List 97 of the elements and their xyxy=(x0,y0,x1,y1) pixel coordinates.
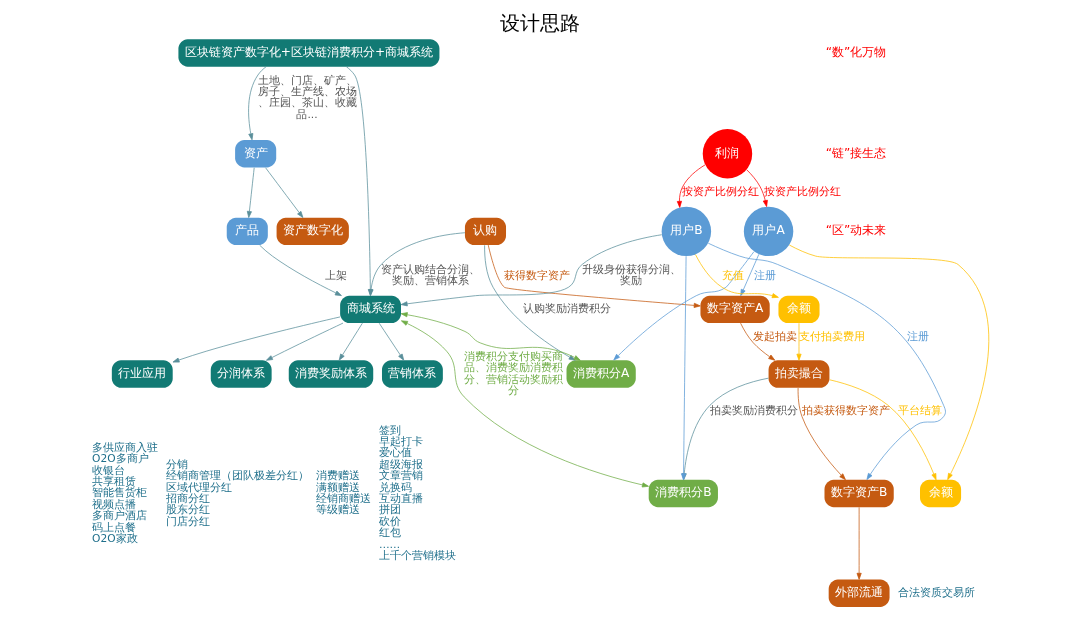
edge-label: 消费积分支付购买商品、消费奖励消费积分、营销活动奖励积分 xyxy=(463,349,563,397)
arrow xyxy=(345,66,373,296)
node-box: 消费积分A xyxy=(566,360,636,388)
node-box: 认购 xyxy=(464,217,506,246)
node-box: 产品 xyxy=(226,217,268,246)
node-label: 拼团 xyxy=(378,503,401,517)
edge-label: 上架 xyxy=(324,268,347,282)
node-box: 外部流通 xyxy=(828,579,890,607)
edge-label: 认购奖励消费积分 xyxy=(522,302,611,316)
node-label: 视频点播 xyxy=(91,497,136,511)
arrow xyxy=(796,322,801,361)
label: “区”动未来 xyxy=(825,223,886,238)
node-box: 消费积分B xyxy=(648,479,718,508)
arrow xyxy=(400,234,662,307)
node-label: 砍价 xyxy=(378,514,401,528)
arrow xyxy=(745,169,768,207)
edge-label: 发起拍卖 xyxy=(752,329,797,343)
edge-label: 平台结算 xyxy=(897,403,942,417)
node-label: 经销商管理（团队极差分红） xyxy=(165,469,309,483)
node-box: 行业应用 xyxy=(111,360,173,388)
node-label: 上千个营销模块 xyxy=(378,549,456,563)
edge-label: 土地、门店、矿产、房子、生产线、农场、庄园、茶山、收藏品... xyxy=(257,73,357,121)
arrow xyxy=(172,316,340,363)
edge-label: 资产认购结合分润、奖励、营销体系 xyxy=(380,263,480,288)
node-box: 资产 xyxy=(234,140,276,168)
node-label: 爱心值 xyxy=(378,446,412,460)
arrow xyxy=(739,322,775,361)
edge-label: 充值 xyxy=(721,268,744,282)
node-box: 资产数字化 xyxy=(276,217,349,246)
arrow xyxy=(265,322,343,361)
label: “链”接生态 xyxy=(825,145,886,160)
arrow xyxy=(247,66,267,141)
node-label: 码上点餐 xyxy=(91,520,136,534)
arrow xyxy=(400,312,581,361)
edge-label: 升级身份获得分润、奖励 xyxy=(581,263,681,288)
arrow xyxy=(487,244,701,308)
node-label: 消费赠送 xyxy=(315,469,360,483)
label: “数”化万物 xyxy=(825,44,886,59)
node-box: 分润体系 xyxy=(210,360,272,388)
node-box: 消费奖励体系 xyxy=(288,360,373,388)
arrow xyxy=(707,242,946,480)
node-circle: 利润 xyxy=(702,129,752,179)
arrow xyxy=(378,322,404,361)
node-label: 红包 xyxy=(378,526,401,540)
node-box: 区块链资产数字化+区块链消费积分+商城系统 xyxy=(177,39,439,67)
node-label: 早起打卡 xyxy=(378,434,423,448)
arrow xyxy=(612,251,754,361)
node-label: 兑换码 xyxy=(378,480,412,494)
node-label: O2O家政 xyxy=(91,532,138,546)
node-label: 门店分红 xyxy=(165,514,210,528)
arrow xyxy=(739,253,759,296)
edge-label: 注册 xyxy=(753,268,776,282)
arrow xyxy=(676,164,706,208)
arrow xyxy=(258,244,342,296)
node-label: O2O多商户 xyxy=(91,452,149,466)
node-label: 合法资质交易所 xyxy=(897,586,975,600)
edge-label: 注册 xyxy=(906,329,929,343)
node-label: 多商户酒店 xyxy=(91,509,147,523)
arrow xyxy=(797,387,846,481)
node-box: 余额 xyxy=(919,479,961,508)
arrow xyxy=(856,506,862,580)
arrow xyxy=(694,254,779,299)
node-circle: 用户B xyxy=(661,206,711,257)
edge-label: 按资产比例分红 xyxy=(763,185,841,199)
node-label: 智能售货柜 xyxy=(91,486,147,500)
arrow xyxy=(483,244,576,361)
arrow xyxy=(828,379,936,481)
node-box: 商城系统 xyxy=(339,295,401,324)
node-label: 多供应商入驻 xyxy=(91,440,158,454)
node-box: 营销体系 xyxy=(381,360,443,388)
node-label: …… xyxy=(378,537,400,551)
node-label: 满额赠送 xyxy=(315,480,360,494)
node-circle: 用户A xyxy=(743,206,793,257)
diagram-title: 设计思路 xyxy=(500,11,580,35)
edge-label: 获得数字资产 xyxy=(503,268,570,282)
edge-label: 拍卖获得数字资产 xyxy=(801,403,890,417)
node-box: 余额 xyxy=(777,295,820,324)
node-label: 文章营销 xyxy=(378,469,423,483)
arrow xyxy=(264,167,303,218)
edge-label: 支付拍卖费用 xyxy=(798,329,865,343)
node-box: 数字资产A xyxy=(699,295,770,324)
node-label: 股东分红 xyxy=(165,503,210,517)
arrow xyxy=(788,244,989,480)
node-label: 签到 xyxy=(378,423,401,437)
edge-label: 按资产比例分红 xyxy=(681,185,759,199)
node-label: 超级海报 xyxy=(378,457,423,471)
arrow xyxy=(246,167,255,218)
node-label: 分销 xyxy=(165,457,188,471)
node-label: 收银台 xyxy=(91,463,125,477)
node-box: 数字资产B xyxy=(824,479,894,508)
edge-label: 拍卖奖励消费积分 xyxy=(709,403,798,417)
node-box: 拍卖撮合 xyxy=(768,360,829,388)
arrow xyxy=(338,322,363,361)
arrow xyxy=(368,232,465,296)
arrow xyxy=(400,320,649,488)
node-label: 等级赠送 xyxy=(315,503,360,517)
node-label: 区域代理分红 xyxy=(165,480,232,494)
